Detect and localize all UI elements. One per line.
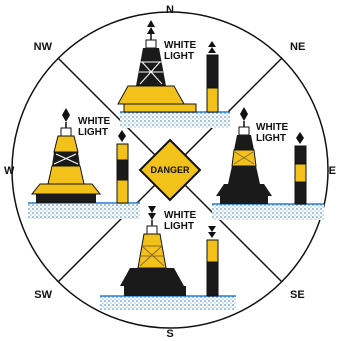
label-southwest: SW: [34, 289, 52, 301]
west-spar: [117, 130, 128, 203]
label-south: S: [166, 328, 173, 340]
water-west: [28, 203, 140, 219]
label-west: W: [4, 165, 15, 177]
north-buoy: [118, 20, 196, 112]
label-east: E: [329, 165, 336, 177]
water-north: [120, 112, 230, 128]
water-south: [100, 296, 236, 310]
water-east: [212, 204, 324, 220]
north-light-label-2: LIGHT: [164, 51, 194, 62]
east-light-label-1: WHITE: [256, 122, 289, 133]
south-light-label-1: WHITE: [164, 210, 197, 221]
west-light-label-1: WHITE: [78, 116, 111, 127]
label-north: N: [166, 4, 174, 16]
west-light-label-2: LIGHT: [78, 127, 108, 138]
east-spar: [295, 132, 306, 204]
north-cardinal-group: WHITE LIGHT: [118, 20, 230, 128]
danger-label: DANGER: [150, 165, 190, 175]
east-light-label-2: LIGHT: [256, 133, 286, 144]
north-light-label-1: WHITE: [164, 40, 197, 51]
label-northwest: NW: [34, 41, 53, 53]
north-spar: [207, 41, 218, 112]
south-light-label-2: LIGHT: [164, 221, 194, 232]
label-southeast: SE: [290, 289, 305, 301]
south-cardinal-group: WHITE LIGHT: [100, 206, 236, 310]
south-spar: [207, 226, 218, 296]
label-northeast: NE: [290, 41, 305, 53]
